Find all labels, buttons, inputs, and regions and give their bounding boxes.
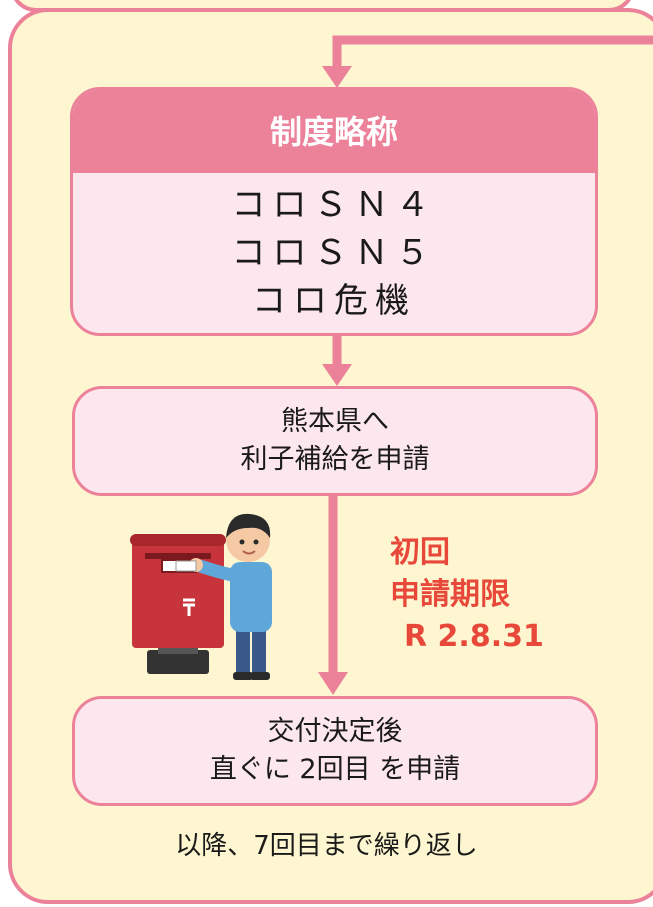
mailbox-icon xyxy=(130,534,226,674)
scheme-code: コロＳＮ４ xyxy=(231,185,437,225)
apply-subsidy-line: 熊本県へ xyxy=(281,406,389,437)
first-deadline-note: 初回 申請期限 R 2.8.31 xyxy=(390,532,560,658)
loop-back-arrowhead xyxy=(322,66,352,88)
apply-subsidy-box: 熊本県へ 利子補給を申請 xyxy=(72,386,598,496)
scheme-name-box: 制度略称 コロＳＮ４ コロＳＮ５ コロ危機 xyxy=(70,87,598,336)
person-icon xyxy=(175,513,272,680)
second-application-box: 交付決定後 直ぐに 2回目 を申請 xyxy=(72,696,598,806)
deadline-date: R 2.8.31 xyxy=(404,619,544,654)
second-application-line: 直ぐに 2回目 を申請 xyxy=(209,754,461,785)
scheme-code: コロ危機 xyxy=(252,281,416,321)
repeat-note: 以降、7回目まで繰り返し xyxy=(175,831,478,861)
deadline-label-first: 初回 xyxy=(390,535,450,570)
scheme-box-header: 制度略称 xyxy=(73,90,595,173)
scheme-code-list: コロＳＮ４ コロＳＮ５ コロ危機 xyxy=(232,181,437,325)
second-application-line: 交付決定後 xyxy=(267,716,403,747)
loop-back-line xyxy=(332,35,653,70)
arrow-head-2 xyxy=(318,672,348,695)
scheme-code: コロＳＮ５ xyxy=(231,233,437,273)
deadline-label: 申請期限 xyxy=(390,577,510,612)
person-posting-mail-illustration xyxy=(130,513,272,680)
arrow-head-1 xyxy=(322,364,352,386)
apply-subsidy-line: 利子補給を申請 xyxy=(240,444,430,475)
